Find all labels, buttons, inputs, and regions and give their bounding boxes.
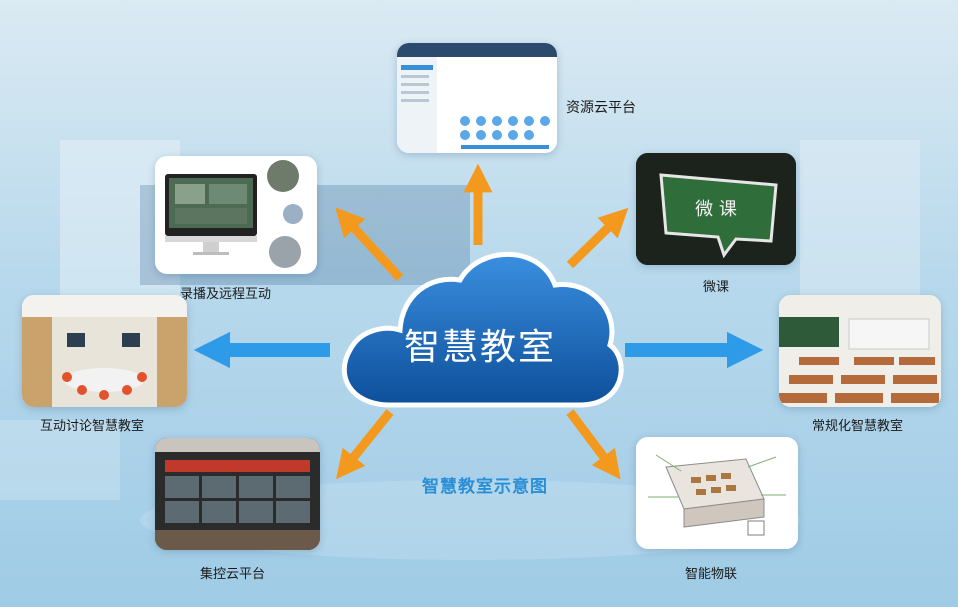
central-control-card[interactable] [155,438,320,550]
control-room-photo [155,438,320,550]
central-control-label: 集控云平台 [200,567,266,582]
iot-card[interactable] [636,437,798,549]
resource-cloud-card[interactable] [397,43,557,153]
chalkboard-icon: 微 课 [636,153,796,265]
iot-label: 智能物联 [685,567,738,582]
center-title: 智慧教室 [403,327,556,368]
resource-platform-screenshot [397,43,557,153]
resource-cloud-label: 资源云平台 [566,100,636,116]
iot-floorplan-diagram [636,437,798,549]
regular-classroom-card[interactable] [779,295,941,407]
regular-classroom-label: 常规化智慧教室 [812,419,904,434]
micro-course-label: 微课 [703,280,730,295]
monitor-icon [165,160,303,268]
micro-course-card[interactable]: 微 课 [636,153,796,265]
cloud-icon [341,251,624,408]
discussion-classroom-card[interactable] [22,295,187,407]
recording-card[interactable] [155,156,317,274]
classroom-photo [779,295,941,407]
recording-label: 录播及远程互动 [180,287,272,302]
classroom-photo [22,295,187,407]
discussion-classroom-label: 互动讨论智慧教室 [40,419,145,434]
chalkboard-text: 微 课 [695,199,737,220]
diagram-title: 智慧教室示意图 [422,477,548,497]
